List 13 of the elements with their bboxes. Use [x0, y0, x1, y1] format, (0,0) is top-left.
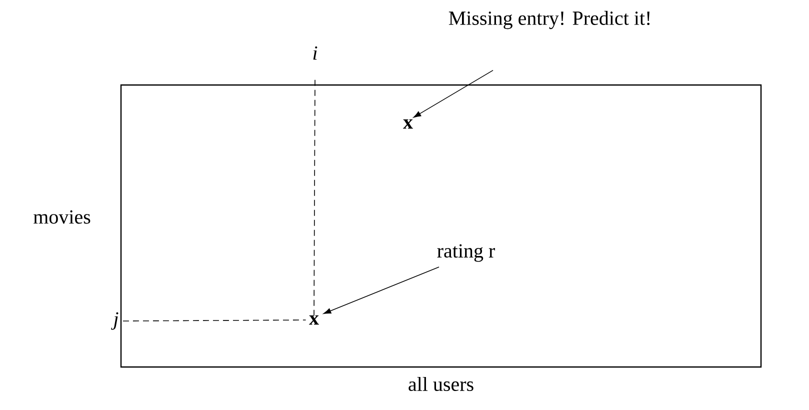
annotation-text: rating r — [437, 244, 495, 262]
axis-label: all users — [408, 376, 474, 392]
axis-label: movies — [34, 210, 90, 224]
arrow — [324, 266, 440, 314]
matrix-box — [120, 84, 762, 368]
entry-mark: x — [403, 119, 413, 129]
column-index: i — [313, 46, 318, 60]
entry-mark: x — [309, 315, 319, 325]
guide-line — [314, 79, 316, 316]
guide-line — [122, 320, 306, 322]
annotation-text: Missing entry! Predict it! — [448, 10, 650, 30]
row-index: j — [111, 312, 118, 330]
arrow — [413, 70, 494, 118]
